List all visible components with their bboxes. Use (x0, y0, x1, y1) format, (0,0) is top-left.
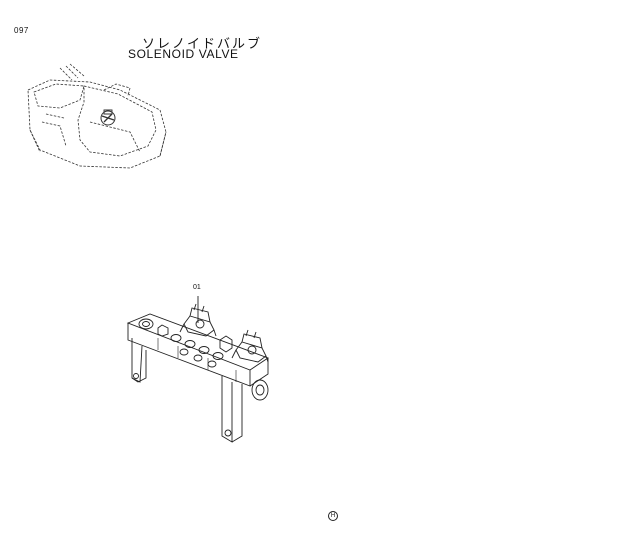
page-number: 097 (14, 26, 29, 35)
machine-location-illustration (20, 60, 170, 172)
page-title-english: SOLENOID VALVE (128, 47, 239, 61)
page-title-japanese: ソレノイドバルブ (142, 37, 263, 52)
manufacturer-mark: H (328, 511, 338, 521)
solenoid-valve-illustration (118, 278, 288, 453)
part-callout-01: 01 (193, 284, 201, 291)
